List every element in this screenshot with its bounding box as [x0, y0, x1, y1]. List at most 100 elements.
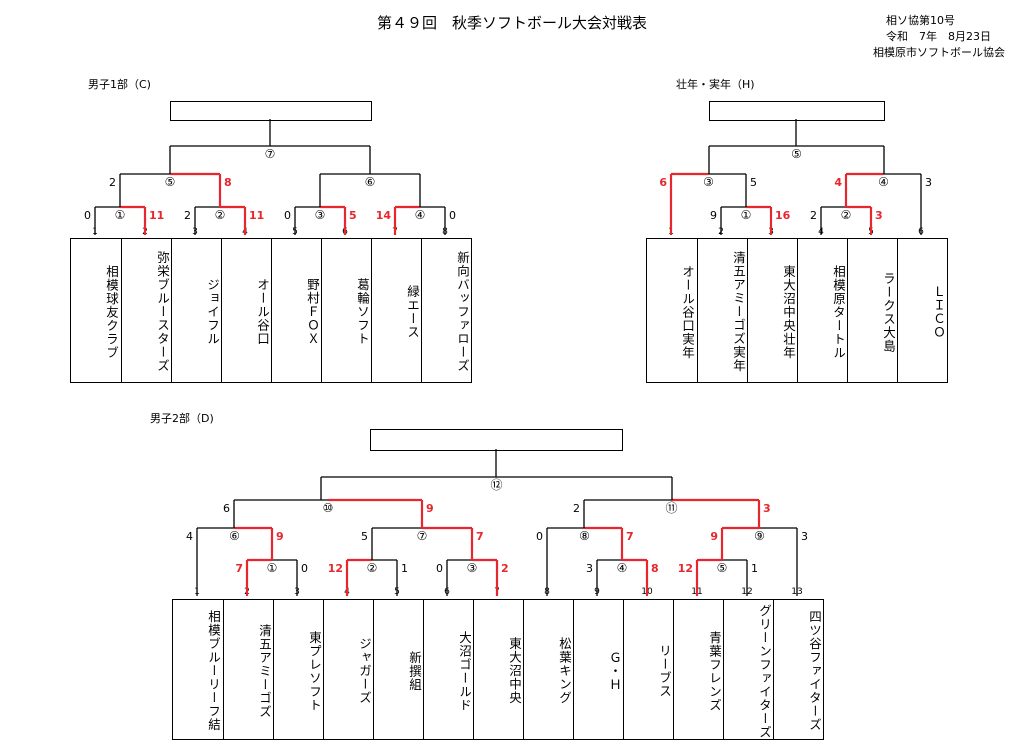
score-left: 7	[235, 562, 243, 575]
winner-box-men1	[170, 101, 372, 121]
team-name: 清五アミーゴズ実年	[698, 239, 748, 382]
team-name: 四ツ谷ファイターズ	[774, 600, 824, 739]
score-left: 9	[710, 530, 718, 543]
match-number: ⑩	[323, 501, 334, 515]
score-left: 14	[376, 209, 392, 222]
team-cell: リーブス	[623, 600, 674, 739]
score-right: 11	[149, 209, 164, 222]
team-name-text: 松葉キング	[557, 637, 572, 705]
doc-date: 令和 7年 8月23日	[886, 30, 991, 43]
score-right: 11	[249, 209, 264, 222]
team-name: 松葉キング	[524, 600, 574, 739]
match-number: ②	[215, 208, 226, 222]
score-left: 2	[573, 502, 580, 515]
bracket-label-men1: 男子1部（C)	[88, 78, 151, 91]
team-name: 相模球友クラブ	[71, 239, 121, 382]
team-cell: 緑エース	[371, 239, 422, 382]
team-name-text: Ｇ・Ｈ	[607, 650, 622, 692]
team-name-text: 新撰組	[407, 650, 422, 692]
team-name: ラークス大島	[848, 239, 898, 382]
team-name: 野村ＦＯＸ	[272, 239, 322, 382]
score-right: 8	[224, 176, 232, 189]
team-name-text: 青葉フレンズ	[707, 630, 722, 712]
match-number: ⑨	[754, 529, 765, 543]
score-left: 12	[678, 562, 693, 575]
score-right: 3	[801, 530, 808, 543]
score-left: 6	[223, 502, 230, 515]
score-left: 0	[436, 562, 443, 575]
team-name-text: オール谷口実年	[680, 264, 695, 360]
team-name-text: 相模原タートル	[831, 264, 846, 360]
score-right: 0	[301, 562, 308, 575]
match-number: ⑧	[579, 529, 590, 543]
match-number: ①	[115, 208, 126, 222]
score-right: 9	[426, 502, 434, 515]
score-right: 1	[751, 562, 758, 575]
match-number: ⑤	[717, 561, 728, 575]
team-name-text: 大沼ゴールド	[457, 630, 472, 712]
score-left: 4	[186, 530, 193, 543]
bracket-label-men2: 男子2部（D)	[150, 412, 214, 425]
team-name: 相模原タートル	[798, 239, 848, 382]
score-right: 5	[750, 176, 757, 189]
score-left: 12	[328, 562, 343, 575]
team-name-text: 東プレソフト	[307, 630, 322, 712]
match-number: ②	[367, 561, 378, 575]
team-cell: 相模ブルーリーフ結	[173, 600, 223, 739]
team-name: オール谷口実年	[647, 239, 697, 382]
issuer: 相模原市ソフトボール協会	[873, 46, 1005, 59]
team-cell: 東大沼中央壮年	[747, 239, 798, 382]
team-cell: 四ツ谷ファイターズ	[773, 600, 824, 739]
team-cell: 葛輪ソフト	[321, 239, 372, 382]
score-left: 9	[710, 209, 717, 222]
score-right: 0	[449, 209, 456, 222]
score-right: 7	[476, 530, 484, 543]
team-cell: 松葉キング	[523, 600, 574, 739]
team-cell: 野村ＦＯＸ	[271, 239, 322, 382]
team-name-text: 緑エース	[405, 285, 420, 339]
score-right: 8	[651, 562, 659, 575]
score-left: 0	[284, 209, 291, 222]
doc-number: 相ソ協第10号	[886, 14, 955, 27]
team-name: ジョイフル	[172, 239, 222, 382]
score-left: 5	[361, 530, 368, 543]
score-right: 7	[626, 530, 634, 543]
team-name: リーブス	[624, 600, 674, 739]
team-name-text: 四ツ谷ファイターズ	[807, 610, 822, 732]
score-left: 4	[834, 176, 842, 189]
score-right: 16	[775, 209, 791, 222]
team-name-text: オール谷口	[255, 278, 270, 346]
team-name: 緑エース	[372, 239, 422, 382]
team-name-text: ＬＩＣＯ	[931, 285, 946, 339]
team-cell: 東大沼中央	[473, 600, 524, 739]
match-number: ⑤	[791, 147, 802, 161]
score-left: 0	[536, 530, 543, 543]
team-cell: グリーンファイターズ	[723, 600, 774, 739]
match-number: ①	[741, 208, 752, 222]
team-name-text: 東大沼中央壮年	[781, 264, 796, 360]
match-number: ③	[315, 208, 326, 222]
team-name: 東大沼中央壮年	[748, 239, 798, 382]
team-cell: オール谷口	[221, 239, 272, 382]
team-cell: ジャガーズ	[323, 600, 374, 739]
team-name: オール谷口	[222, 239, 272, 382]
match-number: ④	[617, 561, 628, 575]
team-name-text: 葛輪ソフト	[355, 278, 370, 346]
score-right: 2	[501, 562, 509, 575]
score-right: 5	[349, 209, 357, 222]
score-right: 3	[875, 209, 883, 222]
team-name-text: 相模ブルーリーフ結	[206, 610, 221, 732]
match-number: ⑤	[165, 175, 176, 189]
match-number: ⑥	[365, 175, 376, 189]
match-number: ③	[703, 175, 714, 189]
team-cell: 相模原タートル	[797, 239, 848, 382]
team-name-text: ラークス大島	[881, 271, 896, 353]
team-name: 青葉フレンズ	[674, 600, 724, 739]
team-cell: 新向バッファローズ	[421, 239, 472, 382]
team-name: 東大沼中央	[474, 600, 524, 739]
winner-box-senior	[709, 101, 885, 121]
match-number: ③	[467, 561, 478, 575]
score-left: 3	[586, 562, 593, 575]
